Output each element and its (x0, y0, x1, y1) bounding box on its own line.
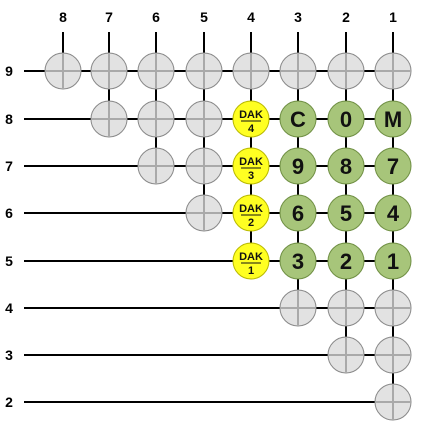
column-label-8: 8 (59, 9, 67, 25)
dak-number: 4 (248, 123, 255, 135)
key-label: M (384, 107, 402, 132)
column-label-7: 7 (105, 9, 113, 25)
node-empty-r9-c5 (185, 52, 223, 90)
node-empty-r7-c6 (137, 147, 175, 185)
node-key-r5-c1[interactable]: 1 (374, 242, 412, 280)
dak-label: DAK (239, 109, 263, 121)
key-circle (327, 242, 365, 280)
key-circle (327, 147, 365, 185)
row-label-9: 9 (5, 63, 13, 79)
key-label: 9 (292, 154, 304, 179)
key-circle (374, 100, 412, 138)
node-key-r6-c3[interactable]: 6 (279, 194, 317, 232)
node-empty-r9-c7 (90, 52, 128, 90)
key-circle (279, 147, 317, 185)
node-empty-r9-c2 (327, 52, 365, 90)
row-label-7: 7 (5, 158, 13, 174)
node-empty-r9-c1 (374, 52, 412, 90)
key-circle (327, 194, 365, 232)
node-key-r8-c2[interactable]: 0 (327, 100, 365, 138)
node-empty-r8-c6 (137, 100, 175, 138)
key-circle (279, 242, 317, 280)
node-empty-r4-c1 (374, 289, 412, 327)
column-label-3: 3 (294, 9, 302, 25)
node-empty-r6-c5 (185, 194, 223, 232)
key-label: 7 (387, 154, 399, 179)
key-label: 3 (292, 249, 304, 274)
node-dak-r6-c4[interactable]: DAK 2 (232, 194, 270, 232)
column-labels: 8 7 6 5 4 3 2 1 (59, 9, 397, 25)
node-empty-r7-c5 (185, 147, 223, 185)
node-empty-r2-c1 (374, 383, 412, 421)
dak-circle (232, 100, 270, 138)
dak-circle (232, 242, 270, 280)
column-label-5: 5 (200, 9, 208, 25)
node-empty-r3-c1 (374, 336, 412, 374)
row-label-4: 4 (5, 300, 13, 316)
key-label: 6 (292, 201, 304, 226)
node-empty-r8-c7 (90, 100, 128, 138)
node-key-r5-c3[interactable]: 3 (279, 242, 317, 280)
dak-label: DAK (239, 156, 263, 168)
node-empty-r9-c3 (279, 52, 317, 90)
key-circle (374, 147, 412, 185)
key-circle (279, 194, 317, 232)
node-empty-r9-c8 (44, 52, 82, 90)
node-empty-r8-c5 (185, 100, 223, 138)
node-empty-r9-c6 (137, 52, 175, 90)
dak-circle (232, 147, 270, 185)
node-key-r8-c1[interactable]: M (374, 100, 412, 138)
key-circle (374, 194, 412, 232)
dak-label: DAK (239, 251, 263, 263)
dak-number: 2 (248, 217, 254, 229)
node-key-r6-c1[interactable]: 4 (374, 194, 412, 232)
node-empty-r4-c2 (327, 289, 365, 327)
node-dak-r8-c4[interactable]: DAK 4 (232, 100, 270, 138)
dak-label: DAK (239, 203, 263, 215)
node-key-r7-c3[interactable]: 9 (279, 147, 317, 185)
key-label: 2 (340, 249, 352, 274)
node-key-r5-c2[interactable]: 2 (327, 242, 365, 280)
node-empty-r4-c3 (279, 289, 317, 327)
key-label: 1 (387, 249, 399, 274)
column-label-6: 6 (152, 9, 160, 25)
node-empty-r9-c4 (232, 52, 270, 90)
row-label-6: 6 (5, 205, 13, 221)
dak-circle (232, 194, 270, 232)
node-key-r7-c2[interactable]: 8 (327, 147, 365, 185)
column-label-4: 4 (247, 9, 255, 25)
column-label-2: 2 (342, 9, 350, 25)
row-labels: 9 8 7 6 5 4 3 2 (5, 63, 13, 410)
node-key-r8-c3[interactable]: C (279, 100, 317, 138)
key-label: 8 (340, 154, 352, 179)
node-dak-r7-c4[interactable]: DAK 3 (232, 147, 270, 185)
dak-number: 3 (248, 170, 254, 182)
column-label-1: 1 (389, 9, 397, 25)
row-label-2: 2 (5, 394, 13, 410)
key-label: 4 (387, 201, 400, 226)
key-label: C (290, 107, 306, 132)
key-circle (374, 242, 412, 280)
key-label: 5 (340, 201, 352, 226)
row-label-3: 3 (5, 347, 13, 363)
node-key-r7-c1[interactable]: 7 (374, 147, 412, 185)
node-dak-r5-c4[interactable]: DAK 1 (232, 242, 270, 280)
key-circle (279, 100, 317, 138)
node-key-r6-c2[interactable]: 5 (327, 194, 365, 232)
key-label: 0 (340, 107, 352, 132)
row-label-5: 5 (5, 253, 13, 269)
node-empty-r3-c2 (327, 336, 365, 374)
key-circle (327, 100, 365, 138)
row-label-8: 8 (5, 111, 13, 127)
dak-number: 1 (248, 265, 254, 277)
